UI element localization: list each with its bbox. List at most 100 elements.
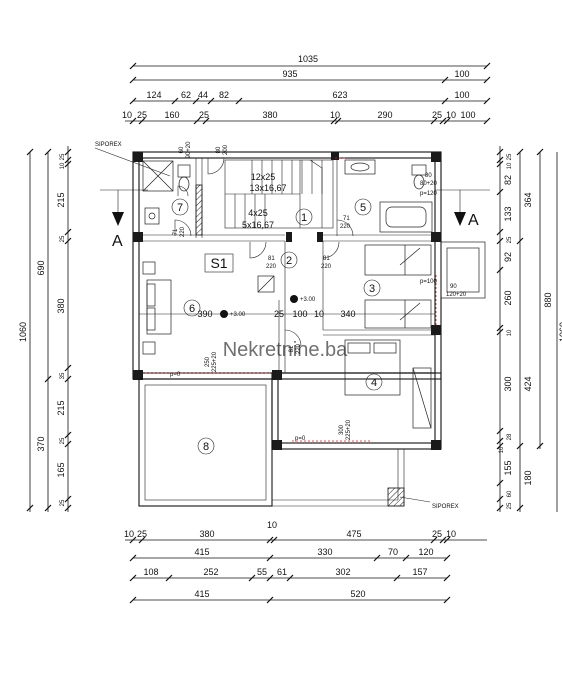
corner-column bbox=[272, 370, 282, 380]
siporex-callouts: SIPOREX SIPOREX bbox=[94, 142, 459, 510]
dim-label: 10 bbox=[499, 446, 505, 453]
opening-height: 220 bbox=[340, 224, 351, 230]
dim-label: 520 bbox=[350, 589, 365, 599]
dim-label: 215 bbox=[56, 192, 66, 207]
dim-label: 100 bbox=[454, 90, 469, 100]
dim-label: 380 bbox=[56, 298, 66, 313]
level-marker-icon bbox=[290, 295, 298, 303]
dim-label: 364 bbox=[523, 192, 533, 207]
column bbox=[286, 232, 292, 242]
corner-column bbox=[431, 152, 441, 162]
opening-width: 81 bbox=[323, 256, 330, 262]
sill-level: p=120 bbox=[420, 191, 438, 197]
section-markers: A A bbox=[100, 189, 490, 250]
dim-label: 340 bbox=[340, 309, 355, 319]
nightstand-icon bbox=[142, 261, 156, 275]
dim-label: 160 bbox=[164, 110, 179, 120]
doors bbox=[145, 157, 437, 442]
opening-height: 225+20 bbox=[212, 351, 218, 372]
opening-height: 80+20 bbox=[420, 181, 438, 187]
dim-label: 35 bbox=[60, 372, 66, 379]
room-number: 7 bbox=[177, 202, 183, 214]
dim-label: 690 bbox=[36, 260, 46, 275]
dim-label: 55 bbox=[257, 567, 267, 577]
dim-label: 390 bbox=[197, 309, 212, 319]
dim-label: 1060 bbox=[558, 322, 562, 342]
siporex-label-bottom: SIPOREX bbox=[432, 504, 459, 510]
dim-label: 120 bbox=[418, 547, 433, 557]
sill-level: p=0 bbox=[170, 372, 181, 378]
dim-label: 61 bbox=[277, 567, 287, 577]
section-label-right: A bbox=[468, 212, 479, 229]
dim-label: 25 bbox=[507, 502, 513, 509]
siporex-label-top: SIPOREX bbox=[95, 142, 122, 148]
room-number: 2 bbox=[286, 255, 292, 267]
terrace bbox=[138, 378, 405, 507]
room-number: 4 bbox=[371, 377, 377, 389]
toilet-tank bbox=[177, 164, 191, 178]
stair-spec-upper-2: 13x16,67 bbox=[249, 183, 286, 193]
s1-label: S1 bbox=[210, 255, 227, 271]
siporex-block bbox=[387, 487, 405, 507]
opening-width: 71 bbox=[173, 228, 179, 235]
opening-width: 71 bbox=[343, 216, 350, 222]
opening-height: 220 bbox=[296, 343, 302, 354]
dim-label: 10 bbox=[122, 110, 132, 120]
column bbox=[133, 232, 143, 242]
stair-spec-lower-2: 5x16,67 bbox=[242, 220, 274, 230]
dim-label: 415 bbox=[194, 547, 209, 557]
level-label: +3.00 bbox=[230, 312, 246, 318]
bathtub-icon bbox=[379, 201, 433, 233]
dim-label: 100 bbox=[454, 69, 469, 79]
dim-label: 100 bbox=[292, 309, 307, 319]
dim-label: 10 bbox=[314, 309, 324, 319]
dim-label: 10 bbox=[124, 529, 134, 539]
opening-height: 220 bbox=[266, 264, 277, 270]
column bbox=[317, 232, 323, 242]
opening-width: 80 bbox=[425, 173, 432, 179]
room-number: 8 bbox=[203, 441, 209, 453]
shower-tray bbox=[142, 160, 174, 192]
dim-label: 302 bbox=[335, 567, 350, 577]
opening-width: 81 bbox=[289, 345, 295, 352]
dim-label: 880 bbox=[543, 292, 553, 307]
opening-height: 200 bbox=[223, 144, 229, 155]
wardrobe-icon bbox=[412, 367, 432, 429]
opening-height: 220 bbox=[321, 264, 332, 270]
dim-label: 10 bbox=[330, 110, 340, 120]
left-dimensions: 1060 690 370 25 10 215 25 380 35 215 25 … bbox=[18, 146, 72, 512]
room-number: 5 bbox=[360, 202, 366, 214]
room-number: 1 bbox=[301, 212, 307, 224]
toilet-tank bbox=[411, 164, 427, 176]
dim-total-height: 1060 bbox=[18, 322, 28, 342]
sill-level: p=100 bbox=[420, 279, 438, 285]
dim-label: 415 bbox=[194, 589, 209, 599]
stair-spec-lower-1: 4x25 bbox=[248, 208, 268, 218]
furniture bbox=[142, 244, 432, 429]
dim-label: 10 bbox=[267, 520, 277, 530]
column bbox=[431, 325, 441, 335]
dim-label: 380 bbox=[262, 110, 277, 120]
corner-column bbox=[272, 440, 282, 450]
right-dimensions: 25 10 82 133 25 92 260 10 300 28 10 155 … bbox=[496, 146, 562, 512]
dim-label: 25 bbox=[60, 437, 66, 444]
section-label-left: A bbox=[112, 233, 123, 250]
dim-label: 60 bbox=[507, 490, 513, 497]
dim-label: 133 bbox=[503, 206, 513, 221]
dim-label: 10 bbox=[446, 110, 456, 120]
dim-label: 157 bbox=[412, 567, 427, 577]
fixtures bbox=[142, 159, 486, 299]
dim-label: 475 bbox=[346, 529, 361, 539]
opening-width: 250 bbox=[205, 356, 211, 367]
dim-label: 623 bbox=[332, 90, 347, 100]
s1-box bbox=[204, 253, 234, 273]
opening-height: 90+20 bbox=[186, 141, 192, 159]
dim-label: 370 bbox=[36, 436, 46, 451]
dim-total-width: 1035 bbox=[298, 54, 318, 64]
dim-label: 330 bbox=[317, 547, 332, 557]
nightstand-icon bbox=[142, 341, 156, 355]
dim-label: 215 bbox=[56, 400, 66, 415]
dim-label: 180 bbox=[523, 470, 533, 485]
opening-width: 81 bbox=[268, 256, 275, 262]
washbasin-icon bbox=[344, 159, 376, 175]
